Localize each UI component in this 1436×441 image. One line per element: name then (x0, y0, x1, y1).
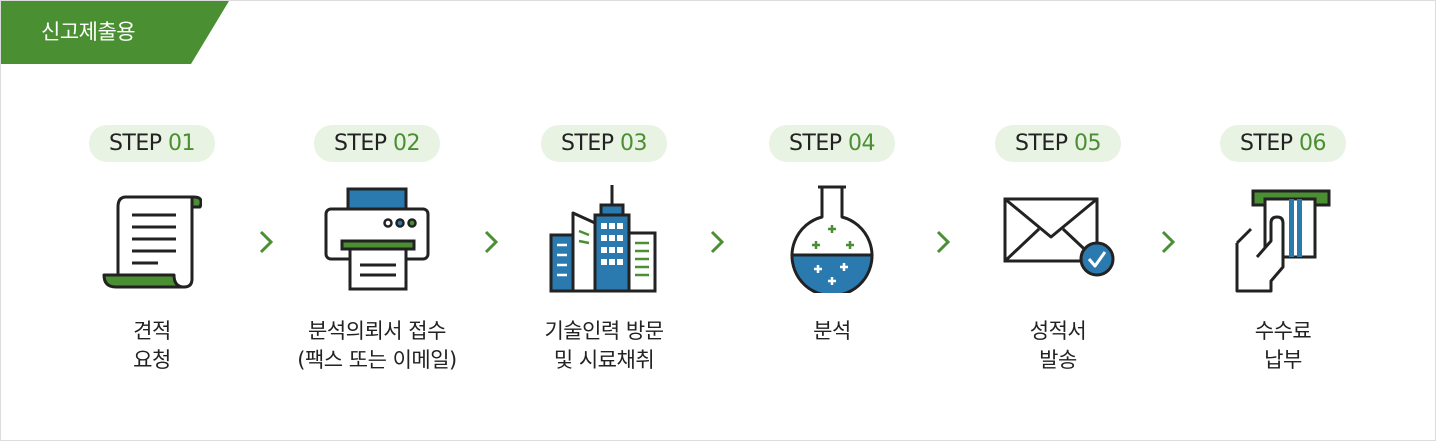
step-caption-line1: 성적서 (1029, 319, 1087, 343)
step-06: STEP 06 수수료 납부 (1198, 125, 1368, 372)
step-01: STEP 01 견적 요청 (67, 125, 237, 372)
step-caption-line1: 견적 (133, 319, 171, 343)
step-caption-line2: 납부 (1264, 348, 1302, 372)
step-03: STEP 03 (519, 125, 689, 372)
step-caption-line2: 발송 (1039, 348, 1077, 372)
printer-icon (324, 187, 430, 291)
step-badge: STEP 03 (541, 125, 667, 162)
step-badge-number: 03 (620, 131, 648, 156)
card-payment-icon (1235, 189, 1331, 293)
step-caption-line1: 분석의뢰서 접수 (308, 319, 446, 343)
chevron-right-icon (1161, 230, 1175, 254)
step-badge-prefix: STEP (1239, 131, 1300, 156)
step-badge: STEP 04 (769, 125, 895, 162)
chevron-right-icon (259, 230, 273, 254)
step-badge-prefix: STEP (108, 131, 169, 156)
step-caption-line2: 요청 (133, 348, 171, 372)
step-02: STEP 02 분석의뢰서 접수 (팩스 또는 이메일) (292, 125, 462, 372)
step-badge-number: 01 (168, 131, 196, 156)
step-badge-number: 02 (393, 131, 421, 156)
step-caption-line1: 수수료 (1254, 319, 1312, 343)
step-badge: STEP 01 (89, 125, 215, 162)
chevron-right-icon (484, 230, 498, 254)
step-caption: 성적서 발송 (973, 317, 1143, 375)
step-caption-line1: 분석 (813, 319, 851, 343)
step-04: STEP 04 분석 (747, 125, 917, 343)
step-badge-prefix: STEP (560, 131, 621, 156)
chevron-right-icon (710, 230, 724, 254)
step-badge: STEP 02 (314, 125, 440, 162)
step-badge: STEP 05 (995, 125, 1121, 162)
step-caption: 분석의뢰서 접수 (팩스 또는 이메일) (292, 317, 462, 375)
step-05: STEP 05 성적서 발송 (973, 125, 1143, 372)
step-badge: STEP 06 (1220, 125, 1346, 162)
step-caption-line2: 및 시료채취 (553, 348, 655, 372)
step-badge-number: 05 (1074, 131, 1102, 156)
step-caption-line2: (팩스 또는 이메일) (297, 348, 457, 372)
step-caption: 수수료 납부 (1198, 317, 1368, 375)
step-badge-number: 04 (848, 131, 876, 156)
envelope-check-icon (1003, 197, 1115, 277)
step-caption-line1: 기술인력 방문 (544, 319, 664, 343)
step-badge-prefix: STEP (788, 131, 849, 156)
section-tab: 신고제출용 (1, 1, 229, 64)
document-scroll-icon (102, 195, 202, 289)
flask-icon (790, 185, 874, 293)
step-caption: 견적 요청 (67, 317, 237, 375)
step-caption: 기술인력 방문 및 시료채취 (519, 317, 689, 375)
chevron-right-icon (936, 230, 950, 254)
step-caption: 분석 (747, 317, 917, 346)
step-badge-prefix: STEP (1014, 131, 1075, 156)
buildings-icon (549, 185, 657, 293)
step-badge-prefix: STEP (333, 131, 394, 156)
step-badge-number: 06 (1299, 131, 1327, 156)
